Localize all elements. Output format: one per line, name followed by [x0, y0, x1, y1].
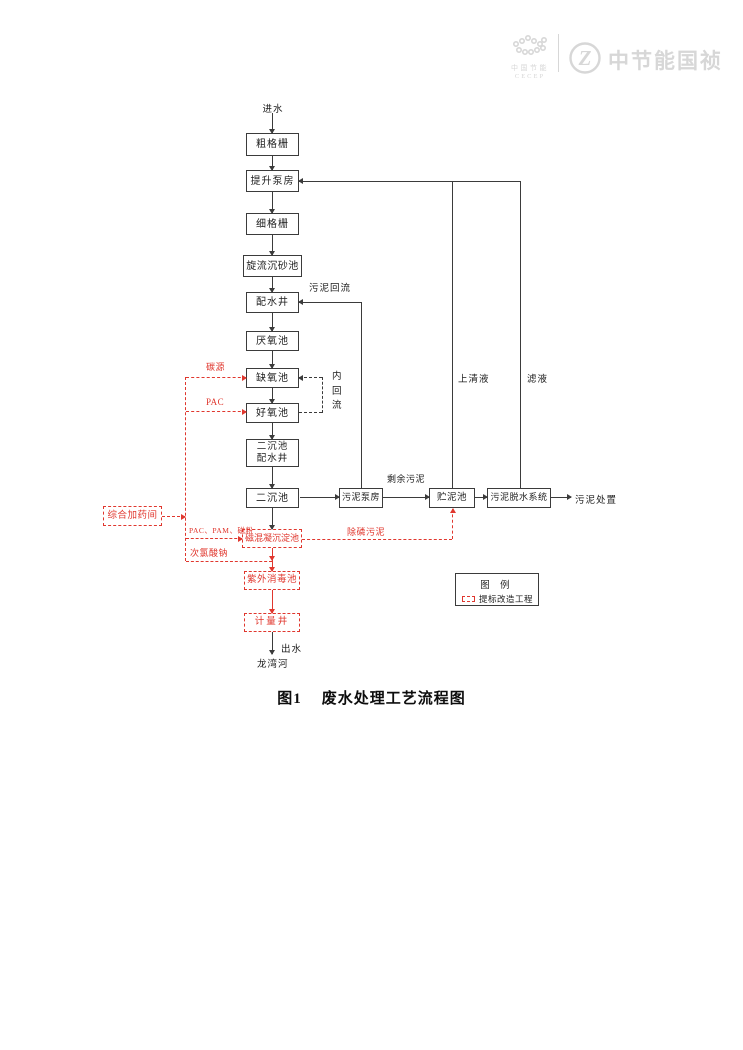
label-river: 龙湾河	[257, 660, 289, 670]
node-lift-pump-house: 提升泵房	[246, 170, 299, 192]
internal-recirc-line	[322, 377, 323, 413]
figure-number: 图1	[277, 691, 302, 707]
phosphorus-sludge-line	[450, 508, 456, 539]
cecep-org-en: CECEP	[514, 73, 546, 81]
node-sludge-dewatering-system: 污泥脱水系统	[487, 488, 551, 508]
label-pac: PAC	[206, 397, 225, 407]
node-anoxic-tank: 缺氧池	[246, 368, 299, 388]
figure-title: 废水处理工艺流程图	[321, 691, 466, 707]
hypochlorite-arrowhead	[269, 556, 275, 561]
label-internal-recirculation: 内 回 流	[332, 372, 342, 412]
node-distribution-well: 配水井	[246, 292, 299, 313]
sludge-return-line	[298, 299, 361, 305]
flow-arrow	[269, 467, 275, 489]
internal-recirc-line	[298, 375, 322, 381]
flow-arrow-excess-sludge	[383, 494, 430, 500]
hypochlorite-line	[186, 561, 272, 562]
label-excess-sludge: 剩余污泥	[387, 474, 426, 484]
phosphorus-sludge-line	[302, 539, 452, 540]
node-dosing-room: 综合加药间	[103, 506, 162, 526]
brand-name: 中节能国祯	[608, 49, 723, 73]
label-outflow: 出水	[281, 645, 303, 655]
node-anaerobic-tank: 厌氧池	[246, 331, 299, 351]
label-carbon-source: 碳源	[206, 362, 226, 372]
sludge-return-line	[361, 302, 362, 488]
label-supernatant: 上清液	[458, 375, 490, 385]
pac-pam-line	[186, 536, 243, 542]
node-uv-disinfection-tank: 紫外消毒池	[244, 571, 300, 590]
node-secondary-dist-well: 二沉池 配水井	[246, 439, 299, 467]
figure-caption: 图1 废水处理工艺流程图	[0, 687, 743, 708]
flow-arrow	[300, 494, 340, 500]
dosing-main-line	[185, 377, 186, 561]
logo-divider	[558, 34, 559, 72]
flow-arrow	[269, 113, 275, 134]
cecep-dots-icon	[513, 34, 547, 55]
label-pac-pam-magnetic: PAC、PAM、磁粉	[189, 526, 254, 535]
filtrate-line	[520, 181, 521, 488]
pac-line	[186, 409, 247, 415]
label-filtrate: 滤液	[527, 375, 549, 385]
flow-arrow	[269, 313, 275, 332]
flow-arrow	[269, 423, 275, 440]
flow-arrow	[269, 235, 275, 256]
flow-arrow-sludge-disposal	[551, 494, 572, 500]
node-metering-well: 计量井	[244, 613, 300, 632]
cecep-org-cn: 中国节能	[511, 64, 549, 72]
node-grit-chamber: 旋流沉砂池	[243, 255, 302, 277]
node-aerobic-tank: 好氧池	[246, 403, 299, 423]
node-sludge-storage-tank: 贮泥池	[429, 488, 475, 508]
label-inflow: 进水	[262, 105, 284, 115]
cecep-logo: 中国节能 CECEP	[509, 32, 551, 82]
legend-item-label: 提标改造工程	[479, 594, 534, 604]
node-sludge-pump-house: 污泥泵房	[339, 488, 383, 508]
node-coarse-screen: 粗格栅	[246, 133, 299, 156]
return-line-top	[298, 178, 520, 184]
supernatant-line	[452, 181, 453, 488]
brand-z-icon: Z	[569, 42, 601, 74]
flow-arrow	[269, 277, 275, 293]
flow-arrow	[269, 351, 275, 369]
flow-arrow	[269, 508, 275, 530]
flow-arrow	[269, 192, 275, 214]
carbon-source-line	[186, 375, 247, 381]
flow-arrow	[269, 388, 275, 404]
label-sludge-return: 污泥回流	[309, 284, 352, 294]
node-secondary-clarifier: 二沉池	[246, 488, 299, 508]
legend-box: 图 例 提标改造工程	[455, 573, 539, 606]
legend-swatch-dashed-red	[462, 596, 475, 602]
label-sludge-disposal: 污泥处置	[575, 496, 618, 506]
node-fine-screen: 细格栅	[246, 213, 299, 235]
label-phosphorus-sludge: 除磷污泥	[347, 527, 386, 537]
legend-title: 图 例	[480, 581, 514, 591]
flow-arrow-outflow	[269, 632, 275, 655]
flow-arrow-red	[269, 590, 275, 614]
dosing-room-line	[162, 514, 186, 520]
svg-text:Z: Z	[578, 46, 592, 70]
flow-arrow	[269, 156, 275, 171]
label-sodium-hypochlorite: 次氯酸钠	[190, 548, 229, 558]
flow-arrow	[475, 494, 488, 500]
internal-recirc-line	[299, 412, 322, 413]
